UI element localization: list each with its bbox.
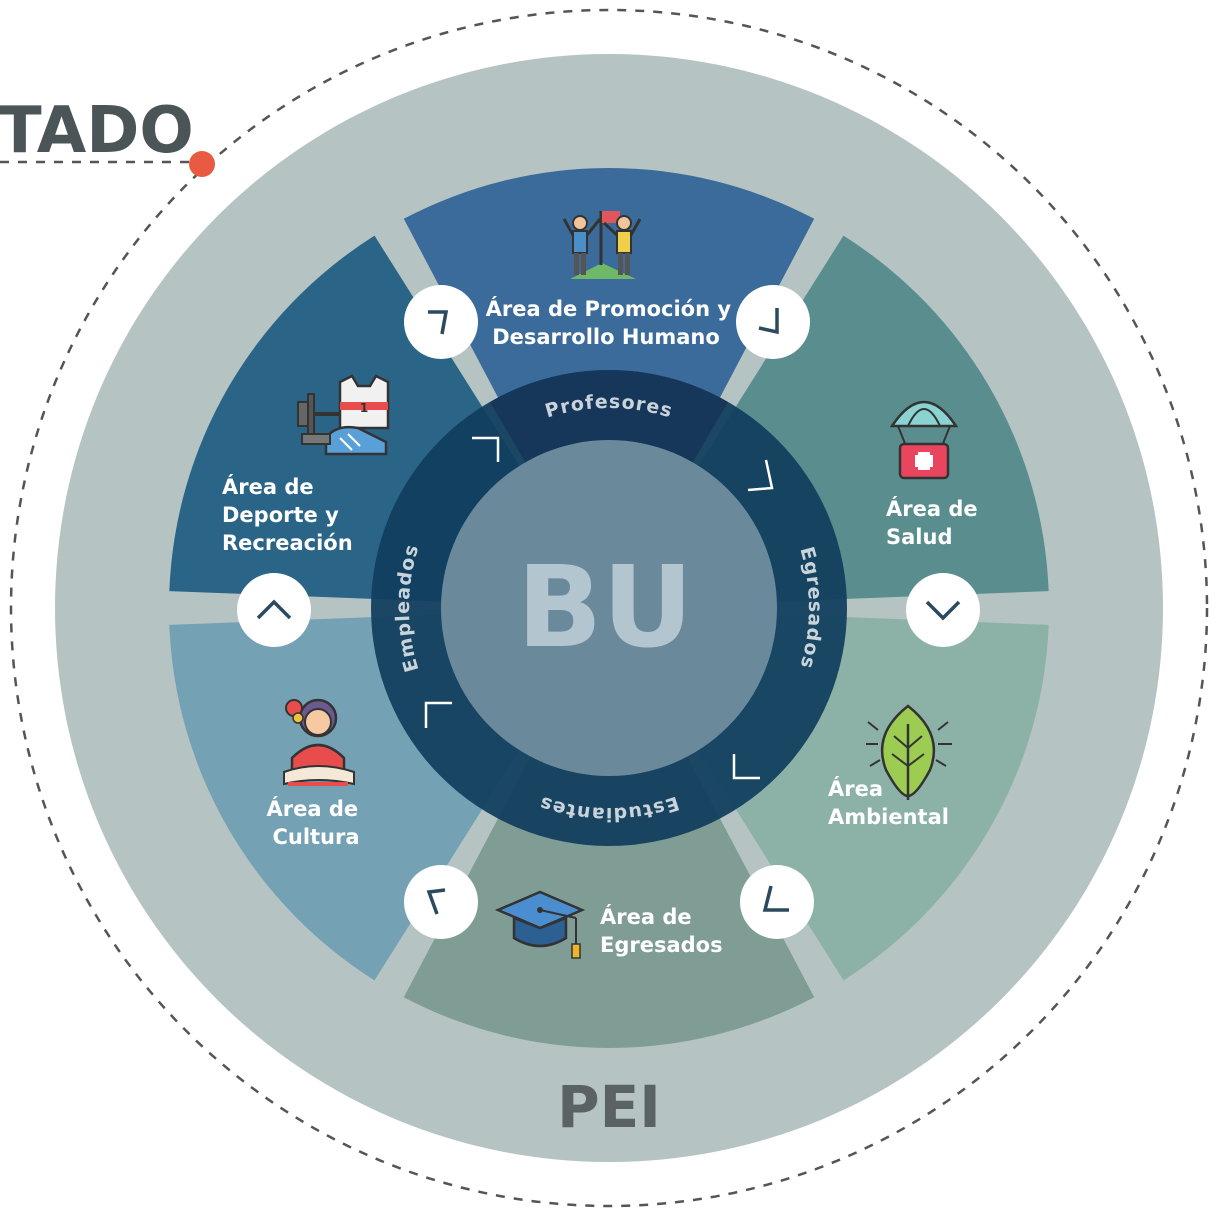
area-label-salud: Área de Salud bbox=[886, 496, 985, 549]
leaf-icon bbox=[866, 704, 952, 800]
nav-button-left[interactable] bbox=[237, 573, 311, 647]
inner-ring-top-segment bbox=[490, 370, 728, 467]
area-label-deporte: Área de Deporte y Recreación bbox=[222, 474, 353, 555]
center-disc bbox=[441, 440, 777, 776]
area-label-cultura: Área de Cultura bbox=[267, 796, 366, 849]
teamwork-flag-icon bbox=[562, 211, 642, 279]
area-label-ambiental: Área Ambiental bbox=[828, 776, 949, 829]
nav-button-top-left[interactable] bbox=[404, 285, 478, 359]
orbit-dot bbox=[189, 151, 215, 177]
outer-label-pei: PEI bbox=[557, 1073, 661, 1141]
chevron-icon bbox=[428, 310, 449, 335]
nav-button-bottom-right[interactable] bbox=[740, 865, 814, 939]
inner-arrow-sw bbox=[424, 701, 452, 728]
dashed-orbit bbox=[9, 8, 1209, 1208]
dancer-icon bbox=[283, 698, 355, 786]
graduation-cap-icon bbox=[494, 890, 586, 959]
chevron-up-icon bbox=[256, 599, 292, 620]
parachute-medkit-icon bbox=[889, 400, 959, 480]
area-label-egresados: Área de Egresados bbox=[600, 904, 723, 957]
inner-arrow-nw bbox=[472, 436, 500, 462]
center-label-bu: BU bbox=[517, 543, 693, 673]
chevron-icon bbox=[762, 885, 789, 912]
chevron-icon bbox=[758, 308, 779, 335]
nav-button-right[interactable] bbox=[906, 573, 980, 647]
nav-button-bottom-left[interactable] bbox=[404, 865, 478, 939]
chevron-icon bbox=[426, 888, 446, 915]
inner-arrow-se bbox=[732, 754, 760, 780]
svg-text:1: 1 bbox=[360, 401, 368, 415]
sports-gear-icon: 1 bbox=[297, 374, 390, 456]
corner-title: TADO bbox=[0, 94, 194, 168]
inner-arrow-ne bbox=[747, 459, 774, 492]
chevron-down-icon bbox=[925, 600, 961, 621]
area-label-promocion: Área de Promoción y Desarrollo Humano bbox=[486, 296, 739, 349]
nav-button-top-right[interactable] bbox=[736, 285, 810, 359]
